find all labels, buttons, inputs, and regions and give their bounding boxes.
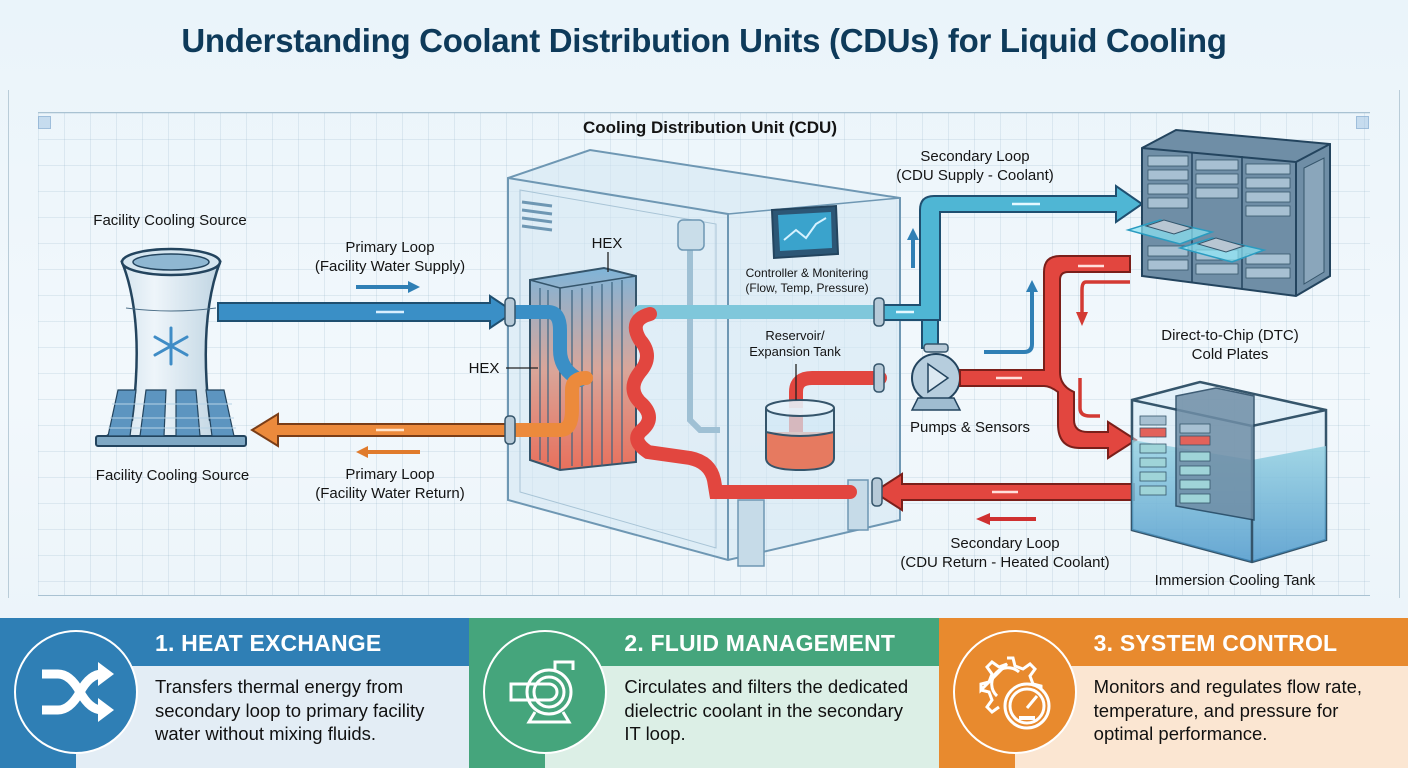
secondary-supply-line2: (CDU Supply - Coolant) [896, 167, 1054, 184]
controller-label: Controller & Monitering (Flow, Temp, Pre… [732, 266, 882, 296]
pump-icon [910, 353, 962, 411]
diagram-frame [8, 90, 1400, 598]
controller-line2: (Flow, Temp, Pressure) [745, 281, 869, 295]
corner-marker [1356, 116, 1369, 129]
card-title: 1. HEAT EXCHANGE [155, 630, 382, 656]
primary-supply-label: Primary Loop (Facility Water Supply) [290, 238, 490, 276]
immersion-tank-icon [1130, 380, 1328, 564]
pumps-label: Pumps & Sensors [909, 419, 1031, 436]
facility-source-label-bottom: Facility Cooling Source [95, 467, 250, 484]
cooling-tower-icon [95, 247, 247, 447]
snowflake-icon [153, 326, 189, 366]
facility-source-label-top: Facility Cooling Source [93, 212, 247, 229]
card-system-control: 3. SYSTEM CONTROL Monitors and regulates… [938, 618, 1408, 768]
primary-supply-pipe [217, 281, 516, 330]
immersion-label: Immersion Cooling Tank [1154, 572, 1316, 589]
cdu-diagram [95, 128, 1331, 567]
primary-return-label: Primary Loop (Facility Water Return) [290, 465, 490, 503]
card-text: Transfers thermal energy from secondary … [155, 676, 425, 744]
reservoir-tank [765, 364, 835, 472]
controller-line1: Controller & Monitering [745, 266, 869, 280]
card-title: 2. FLUID MANAGEMENT [624, 630, 896, 656]
secondary-supply-pipe [879, 184, 1144, 354]
vent-icon [521, 200, 553, 232]
primary-return-line2: (Facility Water Return) [315, 485, 465, 502]
reservoir-line1: Reservoir/ [765, 328, 825, 343]
card-fluid-management: 2. FLUID MANAGEMENT Circulates and filte… [469, 618, 939, 768]
card-text: Circulates and filters the dedicated die… [624, 676, 909, 744]
primary-return-pipe [250, 412, 513, 458]
controller-monitor-icon [770, 204, 840, 260]
secondary-return-line1: Secondary Loop [950, 535, 1060, 552]
pump-icon [483, 630, 608, 754]
dtc-line1: Direct-to-Chip (DTC) [1161, 327, 1299, 344]
cdu-title: Cooling Distribution Unit (CDU) [582, 118, 837, 137]
secondary-supply-label: Secondary Loop (CDU Supply - Coolant) [870, 147, 1080, 185]
secondary-return-label: Secondary Loop (CDU Return - Heated Cool… [880, 534, 1130, 572]
pipe-flanges [504, 297, 949, 507]
gear-gauge-icon [952, 630, 1077, 754]
secondary-return-pipe [872, 472, 1135, 525]
feature-cards: 1. HEAT EXCHANGE Transfers thermal energ… [0, 618, 1408, 768]
dtc-line2: Cold Plates [1191, 346, 1269, 363]
primary-supply-line1: Primary Loop [345, 239, 435, 256]
card-text: Monitors and regulates flow rate, temper… [1093, 676, 1363, 744]
reservoir-line2: Expansion Tank [749, 344, 841, 359]
page-title: Understanding Coolant Distribution Units… [181, 22, 1227, 59]
secondary-return-line2: (CDU Return - Heated Coolant) [900, 554, 1110, 571]
hex-label-top: HEX [591, 235, 623, 252]
dtc-label: Direct-to-Chip (DTC) Cold Plates [1140, 326, 1320, 364]
primary-supply-line2: (Facility Water Supply) [314, 258, 466, 275]
reservoir-label: Reservoir/ Expansion Tank [740, 328, 850, 360]
primary-return-line1: Primary Loop [345, 466, 435, 483]
shuffle-icon [14, 630, 138, 754]
card-title: 3. SYSTEM CONTROL [1093, 630, 1338, 656]
card-heat-exchange: 1. HEAT EXCHANGE Transfers thermal energ… [0, 618, 470, 768]
secondary-hot-pipe [959, 255, 1138, 460]
corner-marker [38, 116, 51, 129]
cold-plate-icon [1125, 219, 1267, 263]
server-rack-icon [1125, 128, 1331, 298]
hex-label-left: HEX [468, 360, 500, 377]
secondary-supply-line1: Secondary Loop [920, 148, 1030, 165]
